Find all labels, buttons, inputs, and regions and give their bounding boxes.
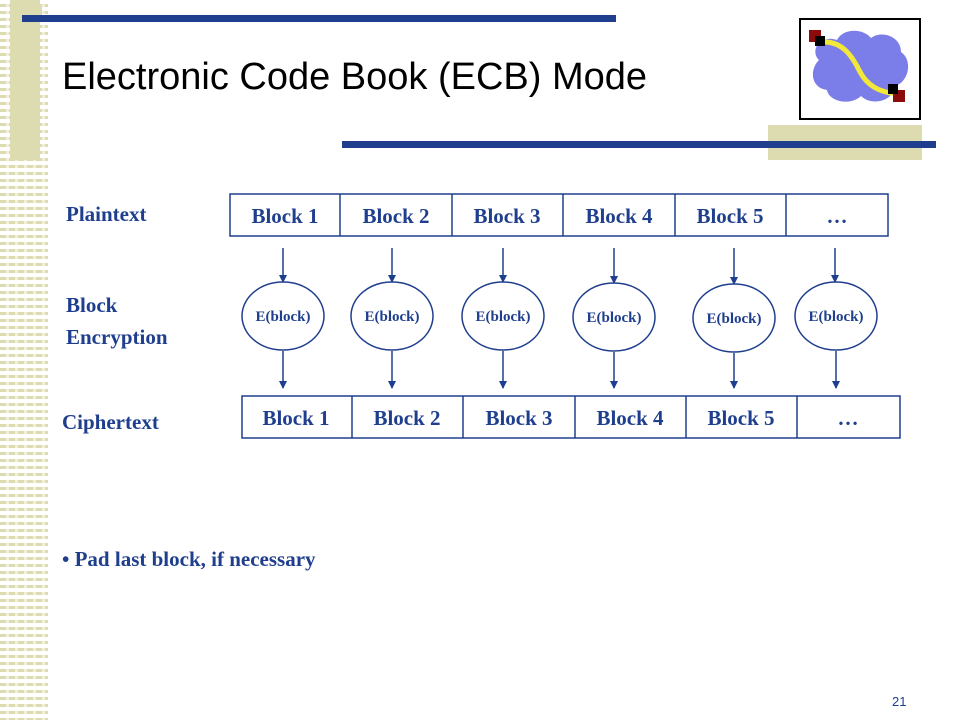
ciphertext-block-ellipsis: … — [838, 406, 859, 430]
bullet-marker: • — [62, 547, 75, 571]
arrows-out — [279, 351, 840, 389]
encryptor-circle-1 — [241, 281, 325, 351]
encryptor-label-6: E(block) — [808, 309, 863, 325]
ciphertext-block-5: Block 5 — [707, 406, 774, 430]
encryptor-label-1: E(block) — [255, 309, 310, 325]
encryptor-label-4: E(block) — [586, 310, 641, 326]
title-underline-bar — [342, 141, 936, 148]
left-decorative-block — [10, 0, 40, 160]
plaintext-block-5: Block 5 — [696, 204, 763, 228]
plaintext-block-2: Block 2 — [362, 204, 429, 228]
block-encryption-label-line1: Block — [66, 293, 118, 317]
ciphertext-block-3: Block 3 — [485, 406, 552, 430]
plaintext-row-frame — [229, 193, 889, 237]
ciphertext-block-4: Block 4 — [596, 406, 664, 430]
encryptor-circle-5 — [692, 283, 776, 353]
encryptors: E(block) E(block) E(block) E(block) E(bl… — [241, 281, 878, 353]
encryptor-label-3: E(block) — [475, 309, 530, 325]
plaintext-block-1: Block 1 — [251, 204, 318, 228]
plaintext-block-3: Block 3 — [473, 204, 540, 228]
encryptor-label-2: E(block) — [364, 309, 419, 325]
bullet-text: Pad last block, if necessary — [74, 547, 316, 571]
ciphertext-block-2: Block 2 — [373, 406, 440, 430]
encryptor-circle-6 — [794, 281, 878, 351]
plaintext-label: Plaintext — [66, 202, 147, 226]
ciphertext-row: Block 1 Block 2 Block 3 Block 4 Block 5 … — [241, 395, 901, 439]
ciphertext-block-1: Block 1 — [262, 406, 329, 430]
bullet-item: • Pad last block, if necessary — [62, 547, 316, 572]
arrows-in — [279, 248, 839, 285]
network-cloud-icon — [809, 30, 909, 102]
slide-title: Electronic Code Book (ECB) Mode — [62, 56, 648, 98]
plaintext-row: Block 1 Block 2 Block 3 Block 4 Block 5 … — [229, 193, 889, 237]
encryptor-circle-3 — [461, 281, 545, 351]
encryptor-circle-2 — [350, 281, 434, 351]
top-accent-bar — [22, 15, 616, 22]
encryptor-circle-4 — [572, 282, 656, 352]
ciphertext-row-frame — [241, 395, 901, 439]
plaintext-block-ellipsis: … — [827, 204, 848, 228]
plaintext-block-4: Block 4 — [585, 204, 653, 228]
encryptor-label-5: E(block) — [706, 311, 761, 327]
block-encryption-label-line2: Encryption — [66, 325, 168, 349]
page-number: 21 — [892, 694, 907, 709]
ciphertext-label: Ciphertext — [62, 410, 159, 434]
network-logo — [799, 18, 921, 120]
